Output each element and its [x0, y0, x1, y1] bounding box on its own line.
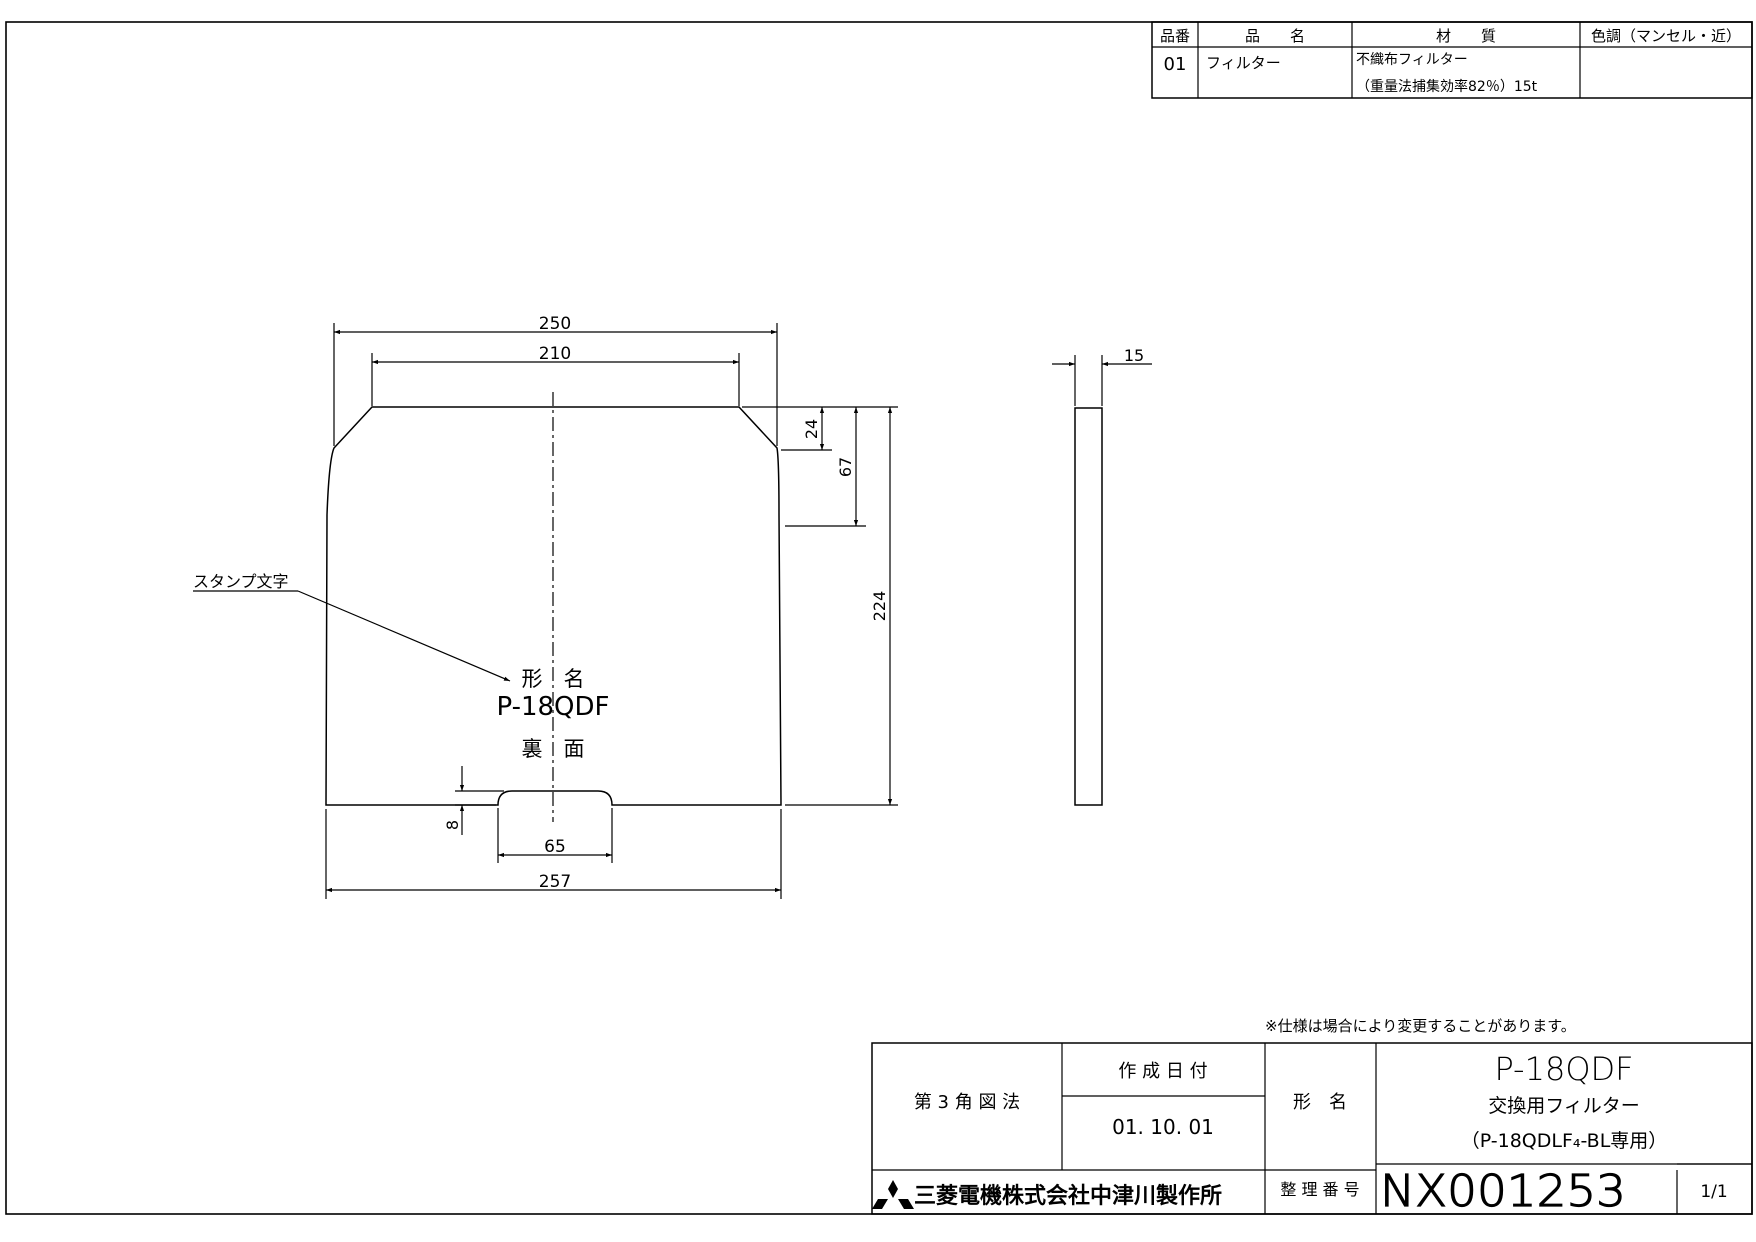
model-note: （P-18QDLF₄-BL専用） — [1461, 1130, 1668, 1152]
stamp-line2: P-18QDF — [496, 692, 609, 722]
date-value: 01. 10. 01 — [1112, 1115, 1214, 1139]
dimension-bottom-width: 257 — [325, 809, 782, 899]
dim-notch-width-label: 65 — [544, 837, 566, 857]
parts-row-no: 01 — [1164, 54, 1187, 75]
title-block: 第 3 角 図 法 作 成 日 付 01. 10. 01 形 名 P-18QDF… — [871, 1042, 1753, 1218]
parts-row-material-line1: 不織布フィルター — [1356, 52, 1468, 68]
stamp-line1: 形 名 — [522, 667, 585, 691]
date-label: 作 成 日 付 — [1118, 1061, 1207, 1082]
mitsubishi-logo-icon — [872, 1180, 914, 1209]
dimension-right-heights: 24 67 224 — [742, 406, 898, 806]
stamp-line3: 裏 面 — [522, 737, 585, 761]
dim-thickness-label: 15 — [1124, 346, 1144, 365]
side-profile — [1074, 407, 1103, 806]
parts-header-material: 材 質 — [1436, 27, 1496, 45]
filter-front-view — [325, 392, 782, 822]
projection-method: 第 3 角 図 法 — [914, 1092, 1020, 1113]
dimension-notch: 65 8 — [443, 766, 613, 863]
company-name: 三菱電機株式会社中津川製作所 — [914, 1183, 1222, 1209]
dim-taper-height-label: 67 — [836, 457, 855, 477]
dim-notch-depth-label: 8 — [443, 820, 462, 830]
dim-bottom-width-label: 257 — [539, 872, 571, 892]
reference-label: 整 理 番 号 — [1280, 1180, 1359, 1199]
dimension-top-inner-width: 210 — [371, 344, 740, 406]
sheet-number: 1/1 — [1700, 1182, 1727, 1202]
model-name: P-18QDF — [1494, 1050, 1633, 1088]
stamp-callout: スタンプ文字 形 名 P-18QDF 裏 面 — [193, 572, 610, 761]
parts-table: 品番 品 名 材 質 色調（マンセル・近） 01 フィルター 不織布フィルター … — [1151, 21, 1753, 99]
dim-total-height-label: 224 — [870, 591, 889, 622]
parts-row-material-line2: （重量法捕集効率82％）15t — [1356, 78, 1538, 95]
spec-note: ※仕様は場合により変更することがあります。 — [1265, 1017, 1576, 1035]
filter-outline — [325, 406, 782, 806]
parts-row-name: フィルター — [1206, 54, 1281, 72]
dimension-top-width: 250 — [333, 314, 778, 446]
dim-chamfer-height-label: 24 — [802, 419, 821, 439]
stamp-label: スタンプ文字 — [193, 572, 289, 591]
parts-header-color: 色調（マンセル・近） — [1591, 27, 1741, 45]
model-label: 形 名 — [1293, 1092, 1347, 1113]
dim-top-width-label: 250 — [539, 314, 571, 334]
model-description: 交換用フィルター — [1488, 1095, 1640, 1117]
reference-number: NX001253 — [1380, 1166, 1626, 1217]
parts-header-no: 品番 — [1160, 27, 1190, 45]
filter-side-view: 15 — [1052, 346, 1152, 806]
parts-header-name: 品 名 — [1245, 27, 1305, 45]
dim-top-inner-width-label: 210 — [539, 344, 571, 364]
